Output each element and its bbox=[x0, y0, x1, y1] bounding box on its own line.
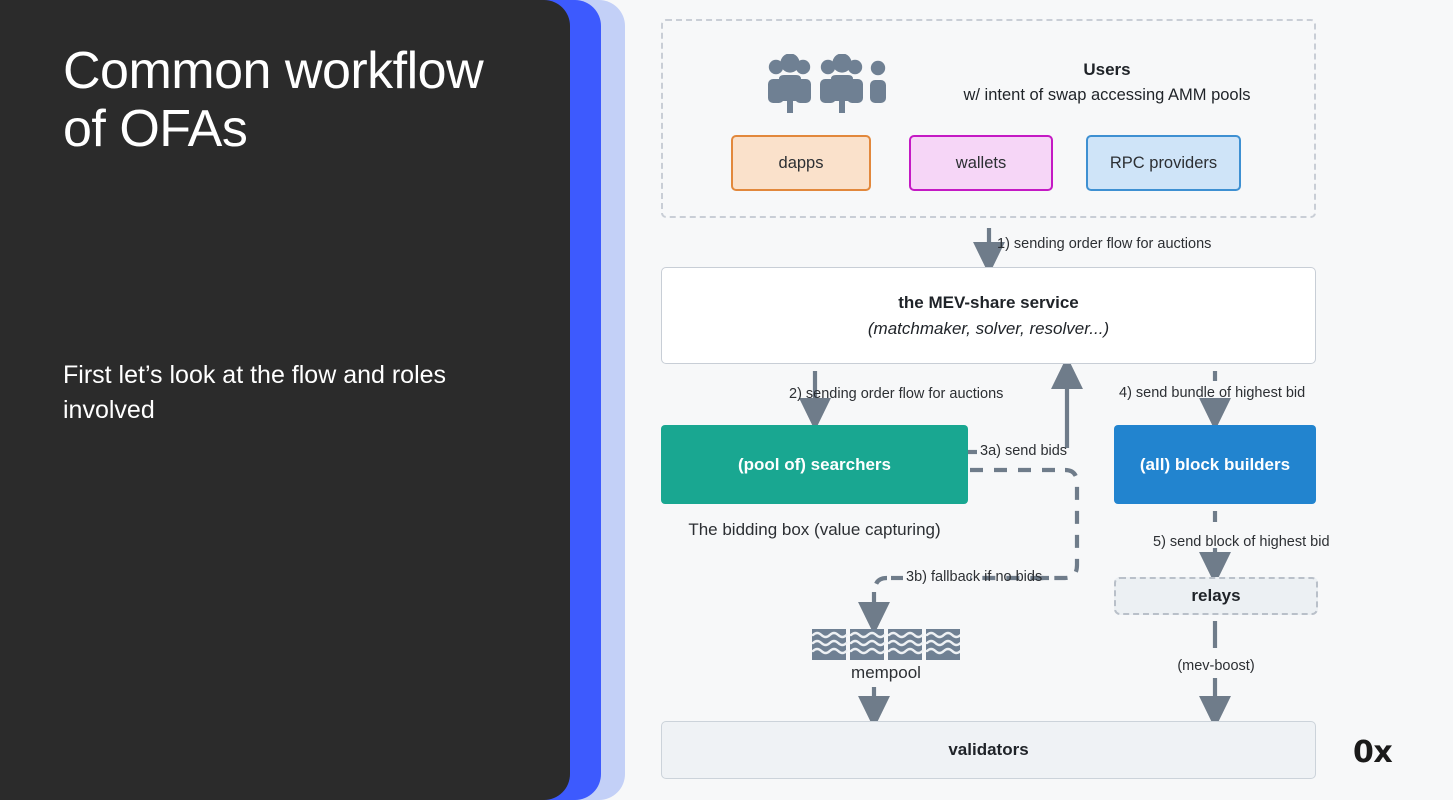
validators-box[interactable]: validators bbox=[661, 721, 1316, 779]
diagram-canvas: Users w/ intent of swap accessing AMM po… bbox=[625, 0, 1453, 800]
block-builders-box[interactable]: (all) block builders bbox=[1114, 425, 1316, 504]
mev-share-title: the MEV-share service bbox=[898, 293, 1079, 312]
chip-dapps[interactable]: dapps bbox=[731, 135, 871, 191]
mev-share-service-box[interactable]: the MEV-share service (matchmaker, solve… bbox=[661, 267, 1316, 364]
chip-rpc-providers[interactable]: RPC providers bbox=[1086, 135, 1241, 191]
mev-boost-caption: (mev-boost) bbox=[1177, 658, 1255, 674]
chip-wallets[interactable]: wallets bbox=[909, 135, 1053, 191]
edge-label-3a: 3a) send bids bbox=[980, 443, 1068, 459]
edge-label-2: 2) sending order flow for auctions bbox=[789, 386, 1004, 402]
users-label-block: Users w/ intent of swap accessing AMM po… bbox=[907, 57, 1307, 108]
searchers-box[interactable]: (pool of) searchers bbox=[661, 425, 968, 504]
mempool-caption: mempool bbox=[851, 663, 921, 682]
edge-label-4: 4) send bundle of highest bid bbox=[1119, 385, 1306, 401]
dashed-fallback-elbow bbox=[872, 575, 888, 591]
edge-label-3b: 3b) fallback if no bids bbox=[906, 569, 1043, 585]
users-group-container bbox=[661, 19, 1316, 218]
edge-label-1: 1) sending order flow for auctions bbox=[997, 236, 1212, 252]
mempool-blocks-icon bbox=[812, 629, 960, 660]
users-group-icon bbox=[768, 54, 886, 113]
left-panel bbox=[0, 0, 570, 800]
edge-label-5: 5) send block of highest bid bbox=[1153, 534, 1330, 550]
mev-share-subtitle: (matchmaker, solver, resolver...) bbox=[867, 318, 1110, 338]
zeroex-logo: 0x bbox=[1353, 735, 1393, 770]
connector-layer bbox=[799, 228, 1231, 729]
page-subtitle: First let’s look at the flow and roles i… bbox=[63, 361, 447, 424]
users-description: w/ intent of swap accessing AMM pools bbox=[963, 86, 1251, 105]
users-heading: Users bbox=[1083, 60, 1131, 79]
bidding-box-caption: The bidding box (value capturing) bbox=[688, 520, 941, 539]
relays-box[interactable]: relays bbox=[1114, 577, 1318, 615]
dashed-bids-elbow bbox=[970, 467, 1080, 581]
page-title: Common workflow of OFAs bbox=[63, 42, 484, 159]
